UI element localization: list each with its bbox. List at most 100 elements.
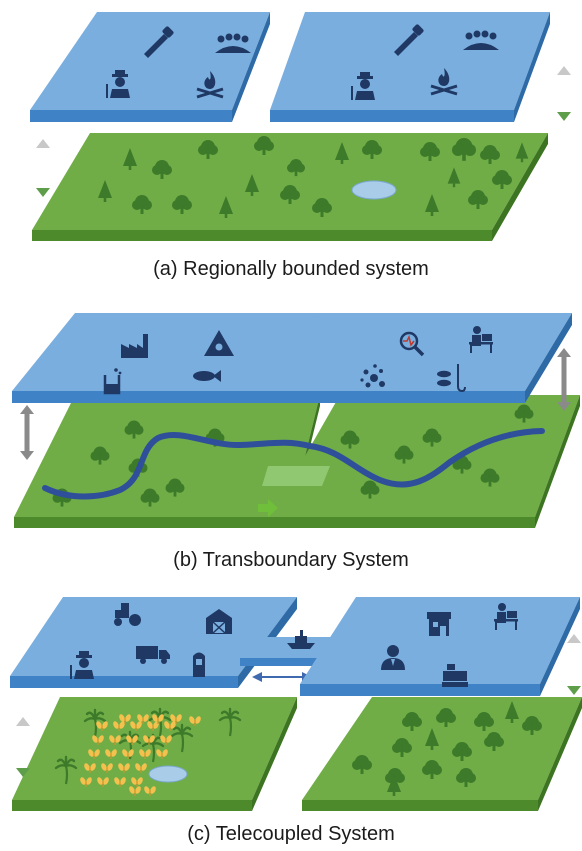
panel-c: (c) Telecoupled System: [10, 597, 582, 845]
factory-icon: [121, 334, 148, 358]
farmer-icon: [106, 70, 130, 98]
plate-front: [270, 391, 525, 403]
plate-front: [12, 391, 272, 403]
pine-tree-icon: [387, 774, 401, 796]
meeting-icon: [215, 33, 251, 53]
tree-icon: [480, 145, 500, 164]
pine-tree-icon: [425, 194, 439, 216]
panel-b: (b) Transboundary System: [12, 313, 580, 571]
caption-b: (b) Transboundary System: [173, 549, 409, 571]
tree-icon: [312, 198, 332, 217]
toxic-hazard-icon: [204, 330, 234, 356]
tree-icon: [90, 446, 110, 465]
saw-icon: [144, 26, 174, 58]
truck-icon: [136, 646, 170, 664]
pine-tree-icon: [505, 701, 519, 723]
land-connector: [262, 466, 330, 486]
pine-tree-icon: [219, 196, 233, 218]
tree-icon: [392, 738, 412, 757]
campfire-icon: [430, 68, 458, 96]
crop-icon: [189, 716, 201, 726]
fishing-icon: [437, 364, 466, 393]
land-layer-b-left: [14, 395, 320, 528]
plate-top: [300, 597, 580, 684]
pine-tree-icon: [447, 167, 461, 188]
interaction-arrow-left: [20, 405, 34, 460]
social-layer-a-left: [30, 12, 270, 122]
caption-a: (a) Regionally bounded system: [153, 258, 429, 280]
tree-icon: [132, 195, 152, 214]
land-layer-c-right: [302, 697, 582, 811]
land-front: [12, 800, 252, 811]
plate-top: [12, 313, 322, 391]
forest: [98, 136, 529, 218]
land-top: [32, 133, 548, 230]
tree-icon: [492, 170, 512, 189]
tree-icon: [152, 160, 172, 179]
tree-icon: [140, 488, 160, 507]
tree-icon: [198, 140, 218, 159]
tree-icon: [436, 708, 456, 727]
land-top: [270, 395, 580, 517]
tree-icon: [362, 140, 382, 159]
crop-icon: [144, 786, 156, 796]
pine-tree-icon: [515, 142, 529, 163]
palm-tree-icon: [83, 708, 107, 738]
crop-icon: [105, 749, 117, 759]
land-layer-a: [32, 133, 548, 241]
tree-icon: [452, 455, 472, 474]
social-layer-b-right: [270, 313, 572, 403]
tree-icon: [124, 420, 144, 439]
magnifier-analysis-icon: [399, 331, 425, 357]
tree-icon: [422, 760, 442, 779]
crop-icon: [84, 763, 96, 773]
tree-icon: [456, 768, 476, 787]
tree-icon: [452, 742, 472, 761]
plate-front: [270, 110, 514, 122]
tractor-icon: [114, 603, 141, 626]
land-side: [492, 133, 548, 241]
office-worker-icon: [494, 603, 518, 630]
land-layer-c-left: [12, 697, 297, 811]
tree-icon: [420, 142, 440, 161]
farmer-icon: [351, 72, 375, 100]
barn-icon: [206, 609, 232, 634]
saw-icon: [394, 24, 424, 56]
crop-icon: [122, 749, 134, 759]
crop-icon: [113, 721, 125, 731]
crop-icon: [126, 735, 138, 745]
land-front: [302, 800, 538, 811]
plate-side: [232, 12, 270, 122]
crop-icon: [92, 735, 104, 745]
crop-icon: [80, 777, 92, 787]
pond: [148, 765, 188, 783]
tree-icon: [522, 716, 542, 735]
interaction-arrow-left: [16, 717, 30, 777]
crop-icon: [135, 763, 147, 773]
plate-side: [514, 12, 550, 122]
land-side: [535, 395, 580, 528]
tree-icon: [468, 190, 488, 209]
pine-tree-icon: [245, 174, 259, 196]
tree-icon: [172, 195, 192, 214]
interaction-arrow-left: [36, 139, 50, 197]
forest: [352, 701, 542, 796]
crop-icon: [88, 749, 100, 759]
crop-icon: [129, 786, 141, 796]
crop-icon: [97, 777, 109, 787]
tree-icon: [340, 430, 360, 449]
crop-icon: [118, 763, 130, 773]
land-front: [14, 517, 290, 528]
tree-icon: [360, 480, 380, 499]
tree-icon: [480, 468, 500, 487]
interaction-arrow-right: [557, 66, 571, 121]
crop-icon: [114, 777, 126, 787]
land-side: [538, 697, 582, 811]
crop-icon: [152, 714, 164, 724]
crop-icon: [96, 721, 108, 731]
crop-icon: [143, 735, 155, 745]
tree-icon: [287, 159, 305, 177]
farmer-icon: [70, 651, 94, 679]
office-worker-icon: [469, 326, 493, 353]
plate-front: [10, 676, 238, 688]
